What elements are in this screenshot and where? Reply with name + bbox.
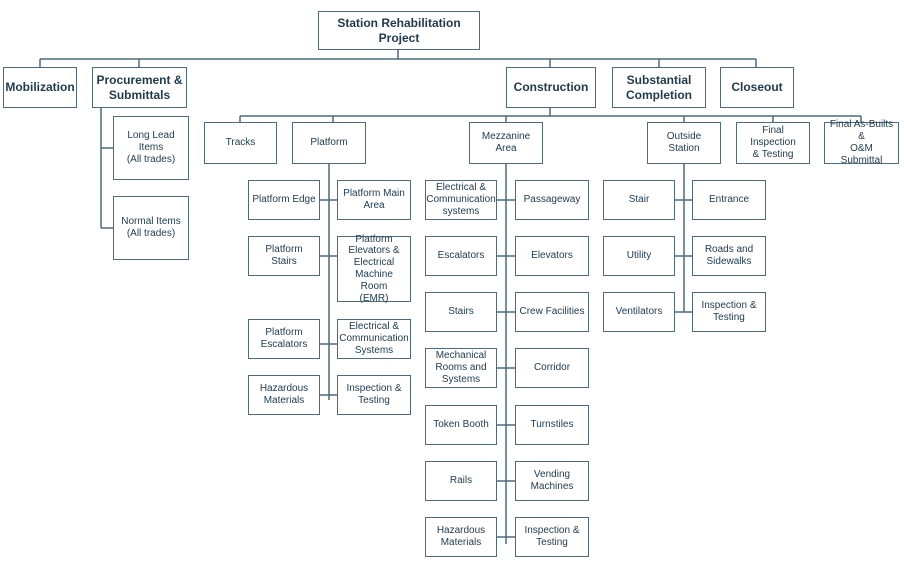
mezzanine-electrical-communication[interactable]: Electrical & Communication systems: [425, 180, 497, 220]
outside-roads-sidewalks[interactable]: Roads and Sidewalks: [692, 236, 766, 276]
outside-ventilators[interactable]: Ventilators: [603, 292, 675, 332]
area-mezzanine[interactable]: Mezzanine Area: [469, 122, 543, 164]
node-label: Normal Items (All trades): [121, 216, 181, 239]
mezzanine-rails[interactable]: Rails: [425, 461, 497, 501]
mezzanine-vending-machines[interactable]: Vending Machines: [515, 461, 589, 501]
outside-entrance[interactable]: Entrance: [692, 180, 766, 220]
node-label: Platform Escalators: [260, 327, 308, 350]
platform-hazardous-materials[interactable]: Hazardous Materials: [248, 375, 320, 415]
mezzanine-mechanical-rooms[interactable]: Mechanical Rooms and Systems: [425, 348, 497, 388]
node-label: Platform Main Area: [343, 188, 405, 211]
platform-electrical-communication[interactable]: Electrical & Communication Systems: [337, 319, 411, 359]
outside-stair[interactable]: Stair: [603, 180, 675, 220]
node-label: Final As-Builts & O&M Submittal: [829, 119, 894, 166]
phase-label: Procurement & Submittals: [96, 73, 183, 102]
node-label: Corridor: [533, 362, 571, 374]
phase-construction[interactable]: Construction: [506, 67, 596, 108]
node-label: Outside Station: [666, 131, 702, 154]
node-label: Utility: [626, 250, 652, 262]
node-label: Mechanical Rooms and Systems: [435, 350, 487, 385]
platform-main-area[interactable]: Platform Main Area: [337, 180, 411, 220]
node-label: Entrance: [708, 194, 750, 206]
platform-elevators-emr[interactable]: Platform Elevators & Electrical Machine …: [337, 233, 411, 304]
procurement-normal-items[interactable]: Normal Items (All trades): [113, 196, 189, 260]
platform-stairs[interactable]: Platform Stairs: [248, 236, 320, 276]
node-label: Inspection & Testing: [701, 300, 757, 323]
phase-mobilization[interactable]: Mobilization: [3, 67, 77, 108]
mezzanine-escalators[interactable]: Escalators: [425, 236, 497, 276]
node-label: Elevators: [531, 250, 573, 262]
node-label: Final Inspection & Testing: [750, 125, 796, 160]
node-label: Electrical & Communication Systems: [339, 321, 409, 356]
node-label: Long Lead Items (All trades): [126, 130, 176, 165]
phase-label: Mobilization: [5, 80, 75, 95]
node-label: Platform Edge: [252, 194, 316, 206]
platform-escalators[interactable]: Platform Escalators: [248, 319, 320, 359]
node-label: Roads and Sidewalks: [704, 244, 754, 267]
node-label: Token Booth: [433, 419, 489, 431]
root-node[interactable]: Station Rehabilitation Project: [318, 11, 480, 50]
node-label: Platform Stairs: [265, 244, 303, 267]
mezzanine-token-booth[interactable]: Token Booth: [425, 405, 497, 445]
closeout-final-inspection[interactable]: Final Inspection & Testing: [736, 122, 810, 164]
mezzanine-inspection-testing[interactable]: Inspection & Testing: [515, 517, 589, 557]
outside-inspection-testing[interactable]: Inspection & Testing: [692, 292, 766, 332]
phase-label: Substantial Completion: [626, 73, 692, 102]
node-label: Turnstiles: [530, 419, 574, 431]
node-label: Vending Machines: [530, 469, 574, 492]
phase-closeout[interactable]: Closeout: [720, 67, 794, 108]
phase-procurement[interactable]: Procurement & Submittals: [92, 67, 187, 108]
phase-substantial-completion[interactable]: Substantial Completion: [612, 67, 706, 108]
mezzanine-passageway[interactable]: Passageway: [515, 180, 589, 220]
mezzanine-corridor[interactable]: Corridor: [515, 348, 589, 388]
node-label: Passageway: [523, 194, 581, 206]
node-label: Stair: [628, 194, 650, 206]
node-label: Escalators: [437, 250, 485, 262]
phase-label: Construction: [513, 80, 589, 95]
area-tracks[interactable]: Tracks: [204, 122, 277, 164]
node-label: Platform: [310, 137, 348, 149]
node-label: Stairs: [448, 306, 474, 318]
area-outside-station[interactable]: Outside Station: [647, 122, 721, 164]
mezzanine-hazardous-materials[interactable]: Hazardous Materials: [425, 517, 497, 557]
mezzanine-elevators[interactable]: Elevators: [515, 236, 589, 276]
node-label: Ventilators: [615, 306, 663, 318]
procurement-long-lead-items[interactable]: Long Lead Items (All trades): [113, 116, 189, 180]
node-label: Tracks: [225, 137, 256, 149]
node-label: Rails: [449, 475, 473, 487]
node-label: Inspection & Testing: [524, 525, 580, 548]
root-label: Station Rehabilitation Project: [337, 16, 461, 45]
node-label: Platform Elevators & Electrical Machine …: [348, 233, 400, 304]
closeout-final-asbuilts[interactable]: Final As-Builts & O&M Submittal: [824, 119, 899, 166]
node-label: Electrical & Communication systems: [426, 182, 496, 217]
node-label: Crew Facilities: [519, 306, 585, 318]
phase-label: Closeout: [731, 80, 783, 95]
mezzanine-turnstiles[interactable]: Turnstiles: [515, 405, 589, 445]
outside-utility[interactable]: Utility: [603, 236, 675, 276]
platform-edge[interactable]: Platform Edge: [248, 180, 320, 220]
area-platform[interactable]: Platform: [292, 122, 366, 164]
mezzanine-crew-facilities[interactable]: Crew Facilities: [515, 292, 589, 332]
node-label: Inspection & Testing: [346, 383, 402, 406]
node-label: Hazardous Materials: [436, 525, 486, 548]
node-label: Hazardous Materials: [259, 383, 309, 406]
node-label: Mezzanine Area: [481, 131, 531, 154]
mezzanine-stairs[interactable]: Stairs: [425, 292, 497, 332]
platform-inspection-testing[interactable]: Inspection & Testing: [337, 375, 411, 415]
